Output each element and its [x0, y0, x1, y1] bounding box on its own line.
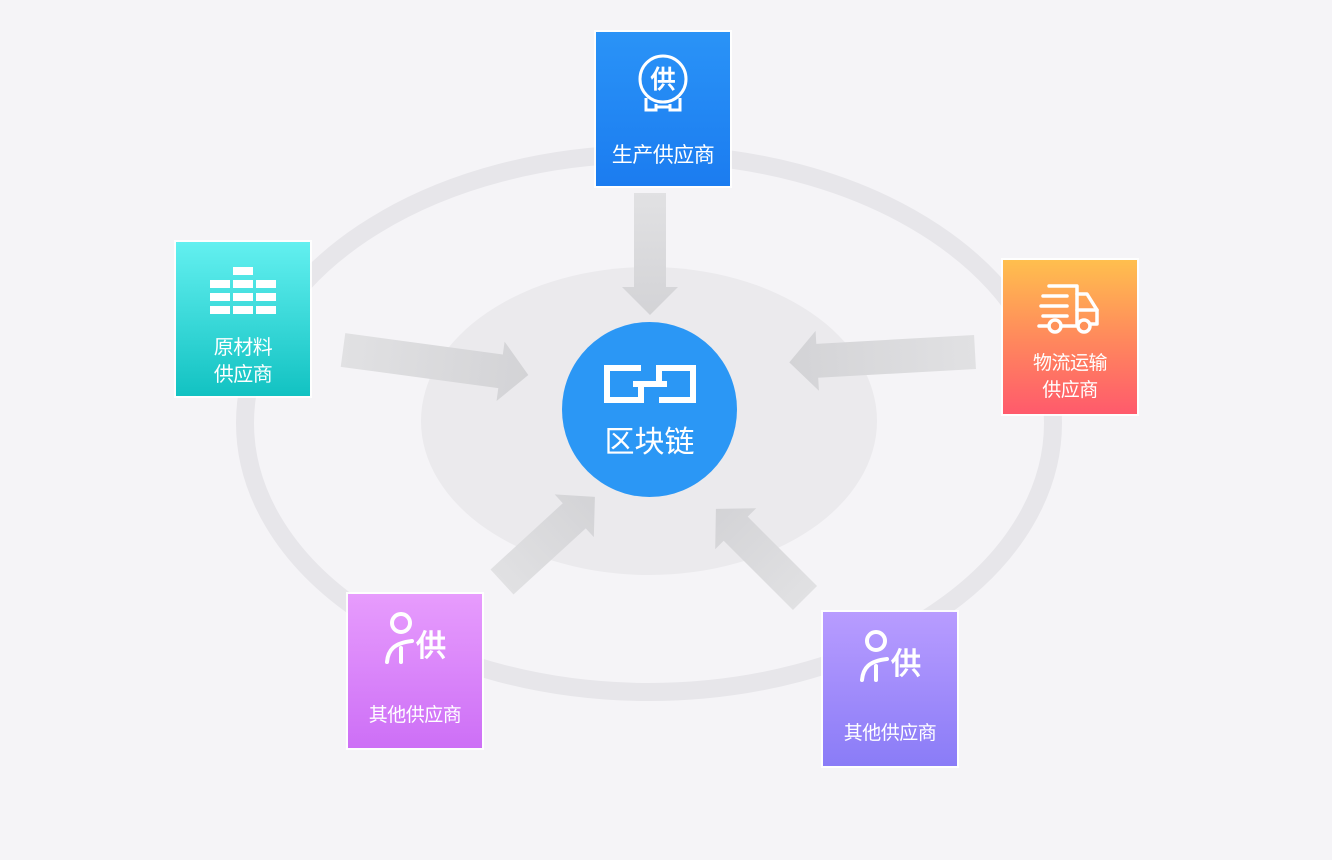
node-label: 生产供应商	[611, 143, 715, 167]
supply-char: 供	[416, 629, 446, 664]
arrow-raw-material-to-hub	[340, 333, 529, 402]
supply-char: 供	[650, 65, 676, 94]
node-other-supplier-2: 供 其他供应商	[823, 612, 957, 766]
arrow-logistics-to-hub	[789, 330, 976, 391]
arrow-other-1-to-hub	[490, 494, 595, 595]
node-label: 原材料 供应商	[213, 335, 273, 386]
chain-link-icon	[562, 364, 737, 404]
node-label: 物流运输 供应商	[1032, 352, 1108, 401]
arrow-other-2-to-hub	[715, 508, 818, 611]
node-production-supplier: 供 生产供应商	[596, 32, 730, 186]
person-supplier-icon: 供	[348, 610, 482, 668]
node-label: 其他供应商	[843, 722, 937, 744]
blockchain-hub: 区块链	[562, 322, 737, 497]
node-raw-material-supplier: 原材料 供应商	[176, 242, 310, 396]
supply-char: 供	[891, 647, 921, 682]
node-label: 其他供应商	[368, 704, 462, 726]
node-logistics-supplier: 物流运输 供应商	[1003, 260, 1137, 414]
supply-stamp-icon: 供	[596, 52, 730, 116]
delivery-truck-icon	[1003, 280, 1137, 340]
hub-label: 区块链	[604, 425, 695, 460]
person-supplier-icon: 供	[823, 628, 957, 686]
node-other-supplier-1: 供 其他供应商	[348, 594, 482, 748]
bar-blocks-icon	[176, 264, 310, 320]
arrow-production-to-hub	[622, 193, 678, 315]
